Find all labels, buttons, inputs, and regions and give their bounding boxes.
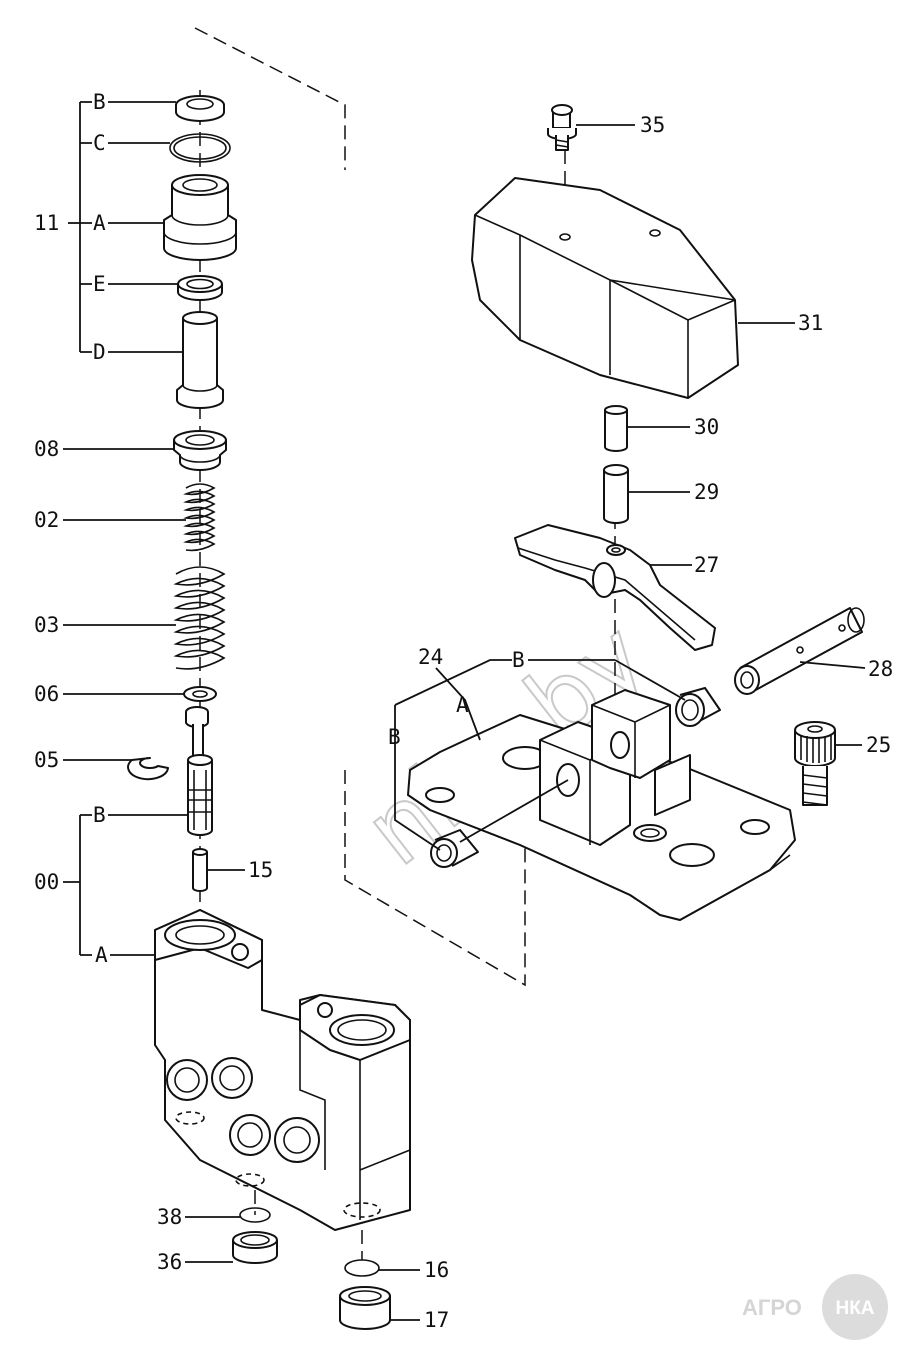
callout-leader-lines bbox=[63, 101, 866, 1321]
pin-15 bbox=[192, 848, 208, 892]
spring-02 bbox=[183, 483, 216, 552]
callout-35: 35 bbox=[640, 113, 665, 137]
callout-02: 02 bbox=[34, 508, 59, 532]
o-ring-16 bbox=[344, 1259, 380, 1277]
plunger-11d bbox=[176, 311, 224, 409]
callout-00: 00 bbox=[34, 870, 59, 894]
callout-11-c: C bbox=[93, 131, 106, 155]
plug-17 bbox=[339, 1286, 391, 1330]
o-ring-11c bbox=[169, 133, 231, 163]
o-ring-38 bbox=[239, 1207, 271, 1223]
plug-36 bbox=[232, 1231, 278, 1264]
sleeve-29 bbox=[603, 464, 629, 524]
callout-36: 36 bbox=[157, 1250, 182, 1274]
brand-seal-text: НКА bbox=[835, 1298, 874, 1319]
retainer-clip-05 bbox=[127, 757, 169, 781]
callout-labels: 11 B C A E D 08 02 03 06 05 00 B A 15 38… bbox=[34, 90, 893, 1332]
lever-27 bbox=[514, 524, 716, 651]
guide-bushing-11a bbox=[163, 174, 237, 261]
seal-ring-11e bbox=[177, 275, 223, 301]
callout-24-b: B bbox=[512, 648, 525, 672]
callout-27: 27 bbox=[694, 553, 719, 577]
brand-logo: АГРО НКА bbox=[742, 1274, 888, 1340]
callout-38: 38 bbox=[157, 1205, 182, 1229]
callout-24: 24 bbox=[418, 645, 443, 669]
seal-ring-11b bbox=[175, 95, 225, 122]
callout-16: 16 bbox=[424, 1258, 449, 1282]
callout-03: 03 bbox=[34, 613, 59, 637]
callout-00-a: A bbox=[95, 943, 108, 967]
spring-03 bbox=[173, 566, 226, 670]
callout-11-e: E bbox=[93, 272, 106, 296]
callout-24-b2: B bbox=[388, 725, 401, 749]
washer-06 bbox=[183, 686, 217, 702]
callout-08: 08 bbox=[34, 437, 59, 461]
callout-00-b: B bbox=[93, 803, 106, 827]
callout-28: 28 bbox=[868, 657, 893, 681]
bolt-35 bbox=[547, 104, 577, 151]
callout-06: 06 bbox=[34, 682, 59, 706]
cover-31 bbox=[471, 177, 739, 399]
bracket-24 bbox=[407, 689, 796, 921]
pin-28 bbox=[734, 607, 865, 695]
callout-11-a: A bbox=[93, 211, 106, 235]
bushing-28a bbox=[675, 687, 721, 727]
valve-body-00a bbox=[154, 909, 411, 1231]
brand-seal-circle bbox=[822, 1274, 888, 1340]
callout-24-a: A bbox=[456, 693, 469, 717]
brand-prefix: АГРО bbox=[742, 1295, 802, 1320]
callout-25: 25 bbox=[866, 733, 891, 757]
callout-31: 31 bbox=[798, 311, 823, 335]
callout-15: 15 bbox=[248, 858, 273, 882]
callout-11-d: D bbox=[93, 340, 106, 364]
callout-29: 29 bbox=[694, 480, 719, 504]
spool-05 bbox=[185, 706, 213, 836]
sleeve-30 bbox=[604, 405, 628, 452]
callout-05: 05 bbox=[34, 748, 59, 772]
bushing-24b bbox=[430, 829, 479, 868]
bolt-25 bbox=[794, 721, 836, 806]
callout-11: 11 bbox=[34, 211, 59, 235]
callout-30: 30 bbox=[694, 415, 719, 439]
plug-08 bbox=[173, 430, 227, 471]
callout-17: 17 bbox=[424, 1308, 449, 1332]
callout-11-b: B bbox=[93, 90, 106, 114]
